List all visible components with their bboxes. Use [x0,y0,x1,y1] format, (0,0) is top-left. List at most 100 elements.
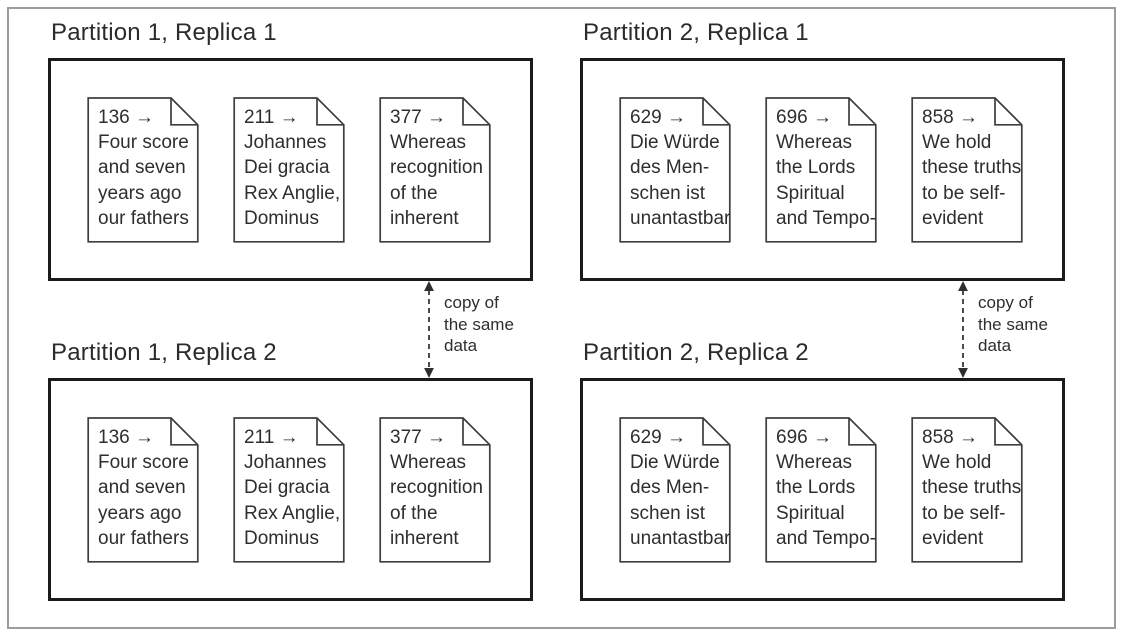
document-line: Rex Anglie, [244,182,341,204]
document-text: 136 → Four score and seven years ago our… [87,417,199,563]
document-text: 377 → Whereas recognition of the inheren… [379,417,491,563]
page-fold-icon [765,416,877,563]
document-line: to be self- [922,502,1006,524]
document-line: recognition [390,157,483,179]
document-icon: 211 → Johannes Dei gracia Rex Anglie, Do… [233,96,345,243]
document-line: evident [922,208,984,230]
document-line: and seven [98,157,186,179]
document-line: Spiritual [776,182,845,204]
document-line: We hold [922,131,992,153]
document-line: Dominus [244,208,319,230]
document-key: 858 → [922,426,978,448]
document-icon: 696 → Whereas the Lords Spiritual and Te… [765,416,877,563]
partition-title: Partition 1, Replica 1 [51,19,277,46]
document-icon: 136 → Four score and seven years ago our… [87,416,199,563]
partition-box: 136 → Four score and seven years ago our… [48,58,533,281]
page-fold-icon [911,96,1023,243]
document-line: the Lords [776,157,856,179]
page-fold-icon [87,96,199,243]
group-partition2-replica2: Partition 2, Replica 2 629 → Die Würde d… [580,338,1065,601]
document-line: Whereas [390,451,467,473]
page-fold-icon [619,96,731,243]
document-line: of the [390,182,438,204]
document-key: 136 → [98,426,154,448]
partition-box: 629 → Die Würde des Men- schen ist unant… [580,58,1065,281]
copy-arrow-label: copy of the same data [444,293,514,355]
page-fold-icon [911,416,1023,563]
document-icon: 211 → Johannes Dei gracia Rex Anglie, Do… [233,416,345,563]
group-partition1-replica2: Partition 1, Replica 2 136 → Four score … [48,338,533,601]
document-line: unantastbar [630,208,731,230]
document-key: 696 → [776,106,832,128]
page-fold-icon [765,96,877,243]
document-icon: 136 → Four score and seven years ago our… [87,96,199,243]
document-icon: 858 → We hold these truths to be self- e… [911,416,1023,563]
document-text: 211 → Johannes Dei gracia Rex Anglie, Do… [233,417,345,563]
document-line: and seven [98,477,186,499]
document-icon: 377 → Whereas recognition of the inheren… [379,96,491,243]
document-line: our fathers [98,208,189,230]
document-line: these truths [922,157,1022,179]
document-line: schen ist [630,182,705,204]
document-icon: 629 → Die Würde des Men- schen ist unant… [619,416,731,563]
document-text: 858 → We hold these truths to be self- e… [911,417,1023,563]
document-line: Four score [98,131,189,153]
document-text: 211 → Johannes Dei gracia Rex Anglie, Do… [233,97,345,243]
document-text: 629 → Die Würde des Men- schen ist unant… [619,417,731,563]
document-icon: 858 → We hold these truths to be self- e… [911,96,1023,243]
document-text: 136 → Four score and seven years ago our… [87,97,199,243]
document-line: of the [390,502,438,524]
page-fold-icon [233,416,345,563]
document-line: des Men- [630,157,710,179]
document-key: 858 → [922,106,978,128]
document-key: 629 → [630,106,686,128]
document-icon: 629 → Die Würde des Men- schen ist unant… [619,96,731,243]
document-line: inherent [390,208,459,230]
document-line: Dominus [244,528,319,550]
document-text: 696 → Whereas the Lords Spiritual and Te… [765,417,877,563]
partition-title: Partition 2, Replica 2 [583,339,809,366]
document-line: unantastbar [630,528,731,550]
document-line: We hold [922,451,992,473]
replication-connector-left: copy of the same data [422,281,514,378]
document-line: and Tempo- [776,208,876,230]
page-fold-icon [619,416,731,563]
document-line: these truths [922,477,1022,499]
document-line: years ago [98,502,182,524]
partition-title: Partition 1, Replica 2 [51,339,277,366]
document-line: the Lords [776,477,856,499]
document-line: Johannes [244,131,327,153]
document-line: Whereas [390,131,467,153]
double-headed-dashed-arrow-icon [958,281,968,378]
partition-title: Partition 2, Replica 1 [583,19,809,46]
double-headed-dashed-arrow-icon [424,281,434,378]
document-key: 136 → [98,106,154,128]
group-partition1-replica1: Partition 1, Replica 1 136 → Four score … [48,18,533,281]
document-text: 629 → Die Würde des Men- schen ist unant… [619,97,731,243]
page-fold-icon [87,416,199,563]
document-line: des Men- [630,477,710,499]
document-line: and Tempo- [776,528,876,550]
document-line: to be self- [922,182,1006,204]
document-icon: 377 → Whereas recognition of the inheren… [379,416,491,563]
partition-box: 629 → Die Würde des Men- schen ist unant… [580,378,1065,601]
document-key: 696 → [776,426,832,448]
replication-connector-right: copy of the same data [956,281,1048,378]
document-key: 211 → [244,106,299,128]
document-line: inherent [390,528,459,550]
document-icon: 696 → Whereas the Lords Spiritual and Te… [765,96,877,243]
page-fold-icon [379,416,491,563]
document-line: Whereas [776,451,853,473]
document-line: schen ist [630,502,705,524]
document-key: 377 → [390,106,446,128]
document-line: Spiritual [776,502,845,524]
document-line: Whereas [776,131,853,153]
copy-arrow-label: copy of the same data [978,293,1048,355]
document-line: Dei gracia [244,157,330,179]
document-line: Johannes [244,451,327,473]
document-key: 377 → [390,426,446,448]
document-line: our fathers [98,528,189,550]
document-line: evident [922,528,984,550]
page-fold-icon [233,96,345,243]
